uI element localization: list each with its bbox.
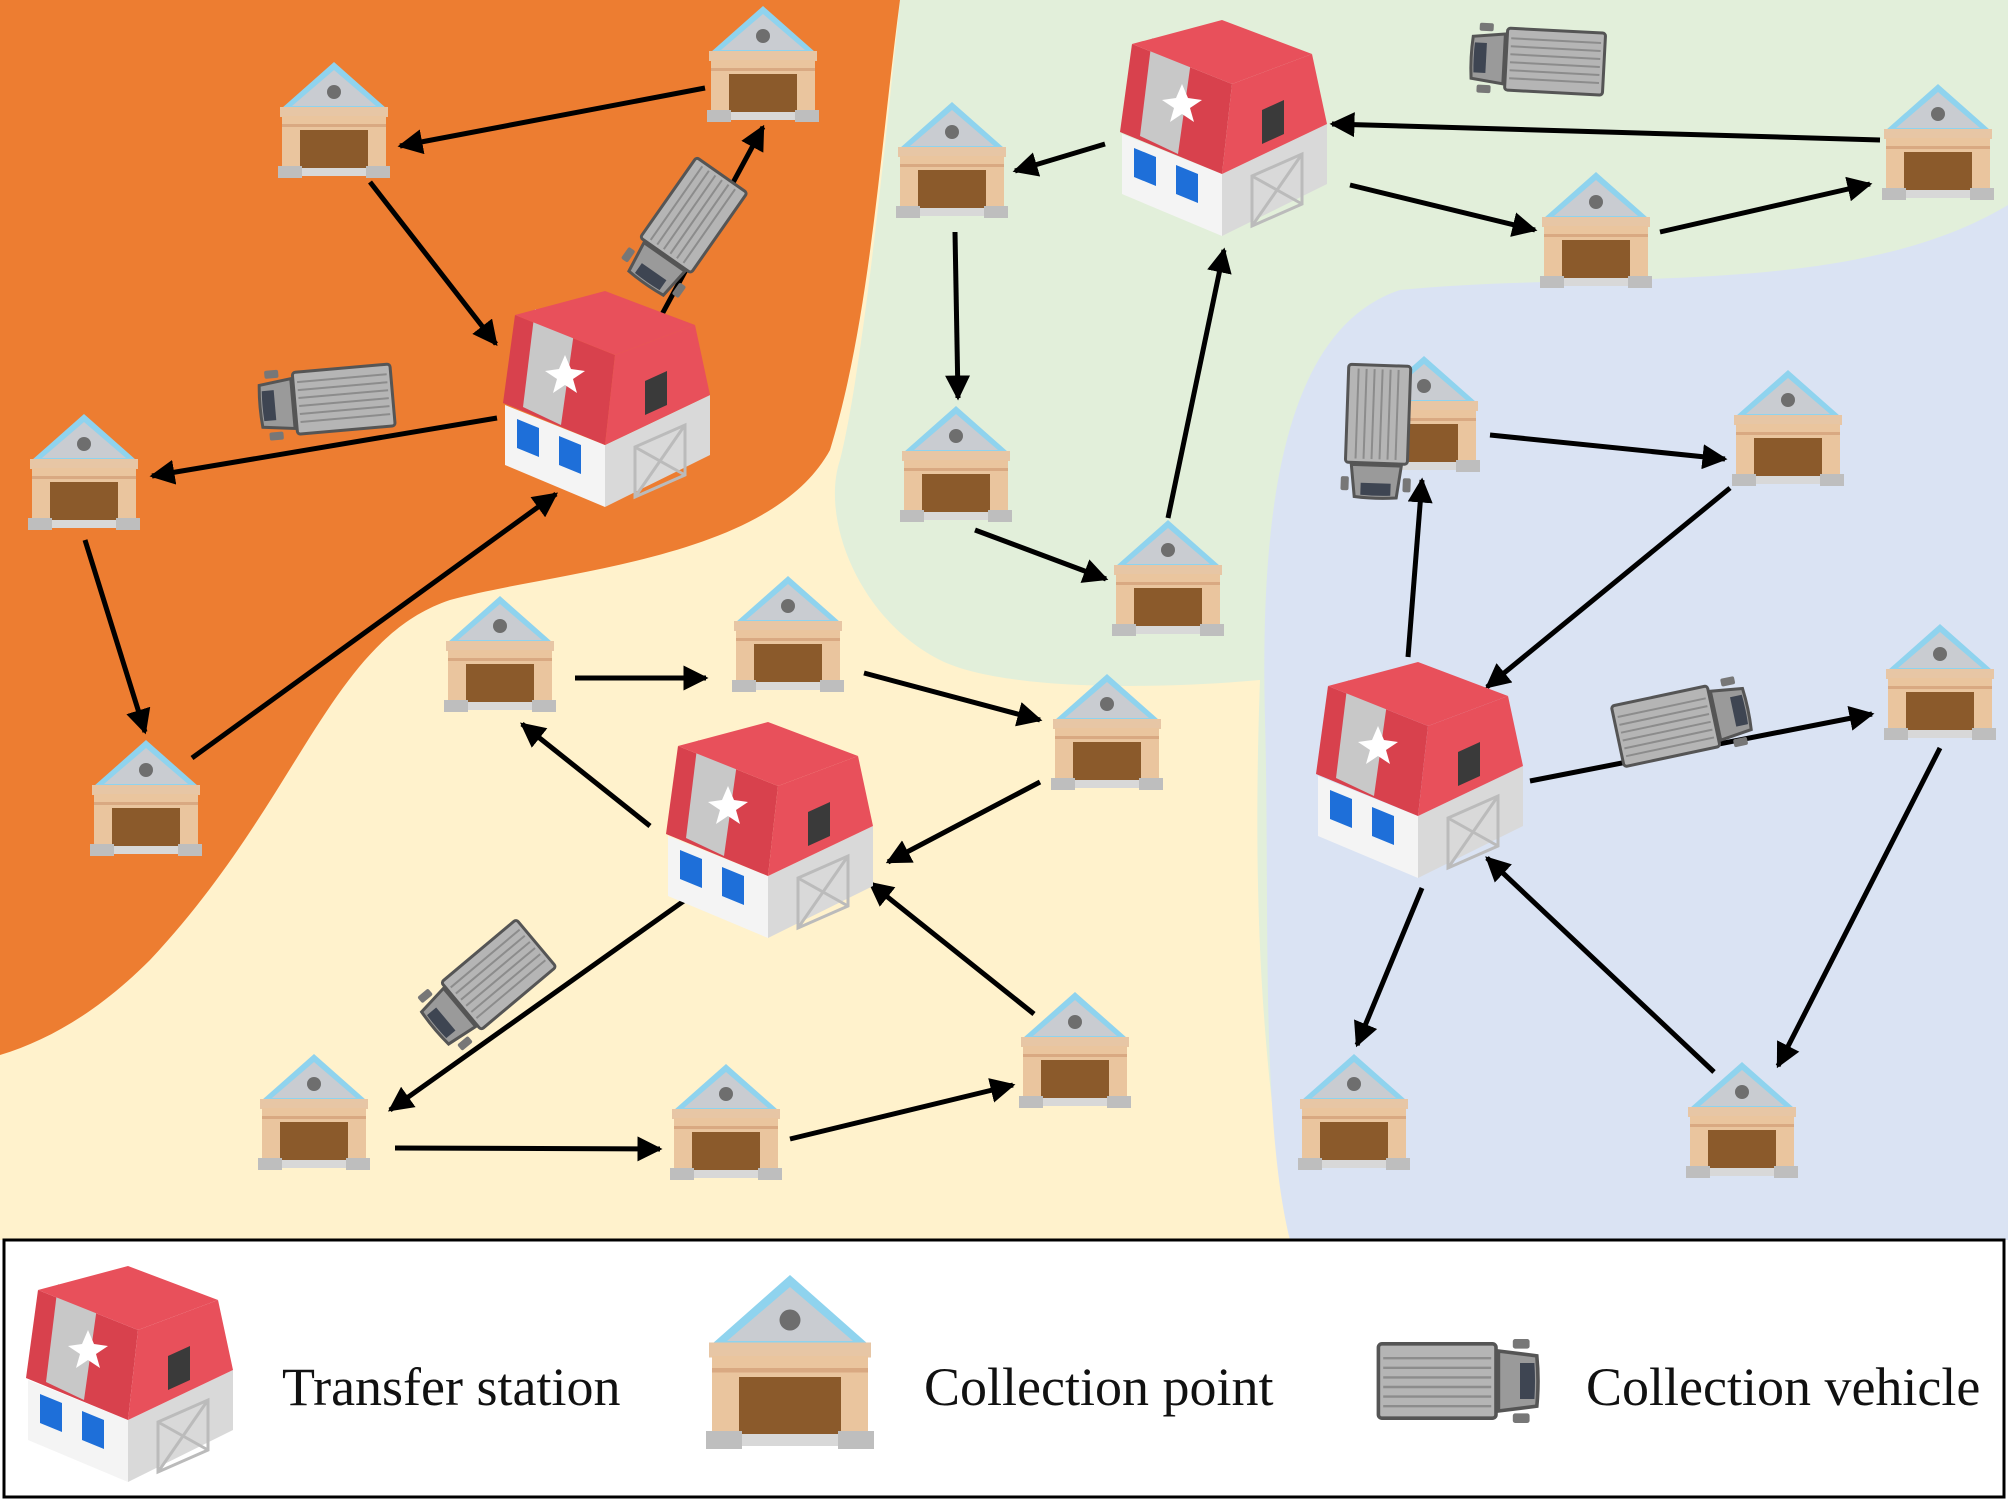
legend-transfer-station-label: Transfer station: [282, 1357, 620, 1417]
legend-collection-point-label: Collection point: [924, 1357, 1273, 1417]
route-arrows: [82, 85, 1943, 1162]
collection-vehicle-icon: [1376, 1337, 1540, 1425]
collection-vehicle-icon: [1338, 362, 1417, 501]
collection-vehicle-icon: [1467, 20, 1608, 101]
legend-collection-vehicle-label: Collection vehicle: [1586, 1357, 1980, 1417]
legend: Transfer station Collection point Collec…: [2, 1238, 2006, 1499]
